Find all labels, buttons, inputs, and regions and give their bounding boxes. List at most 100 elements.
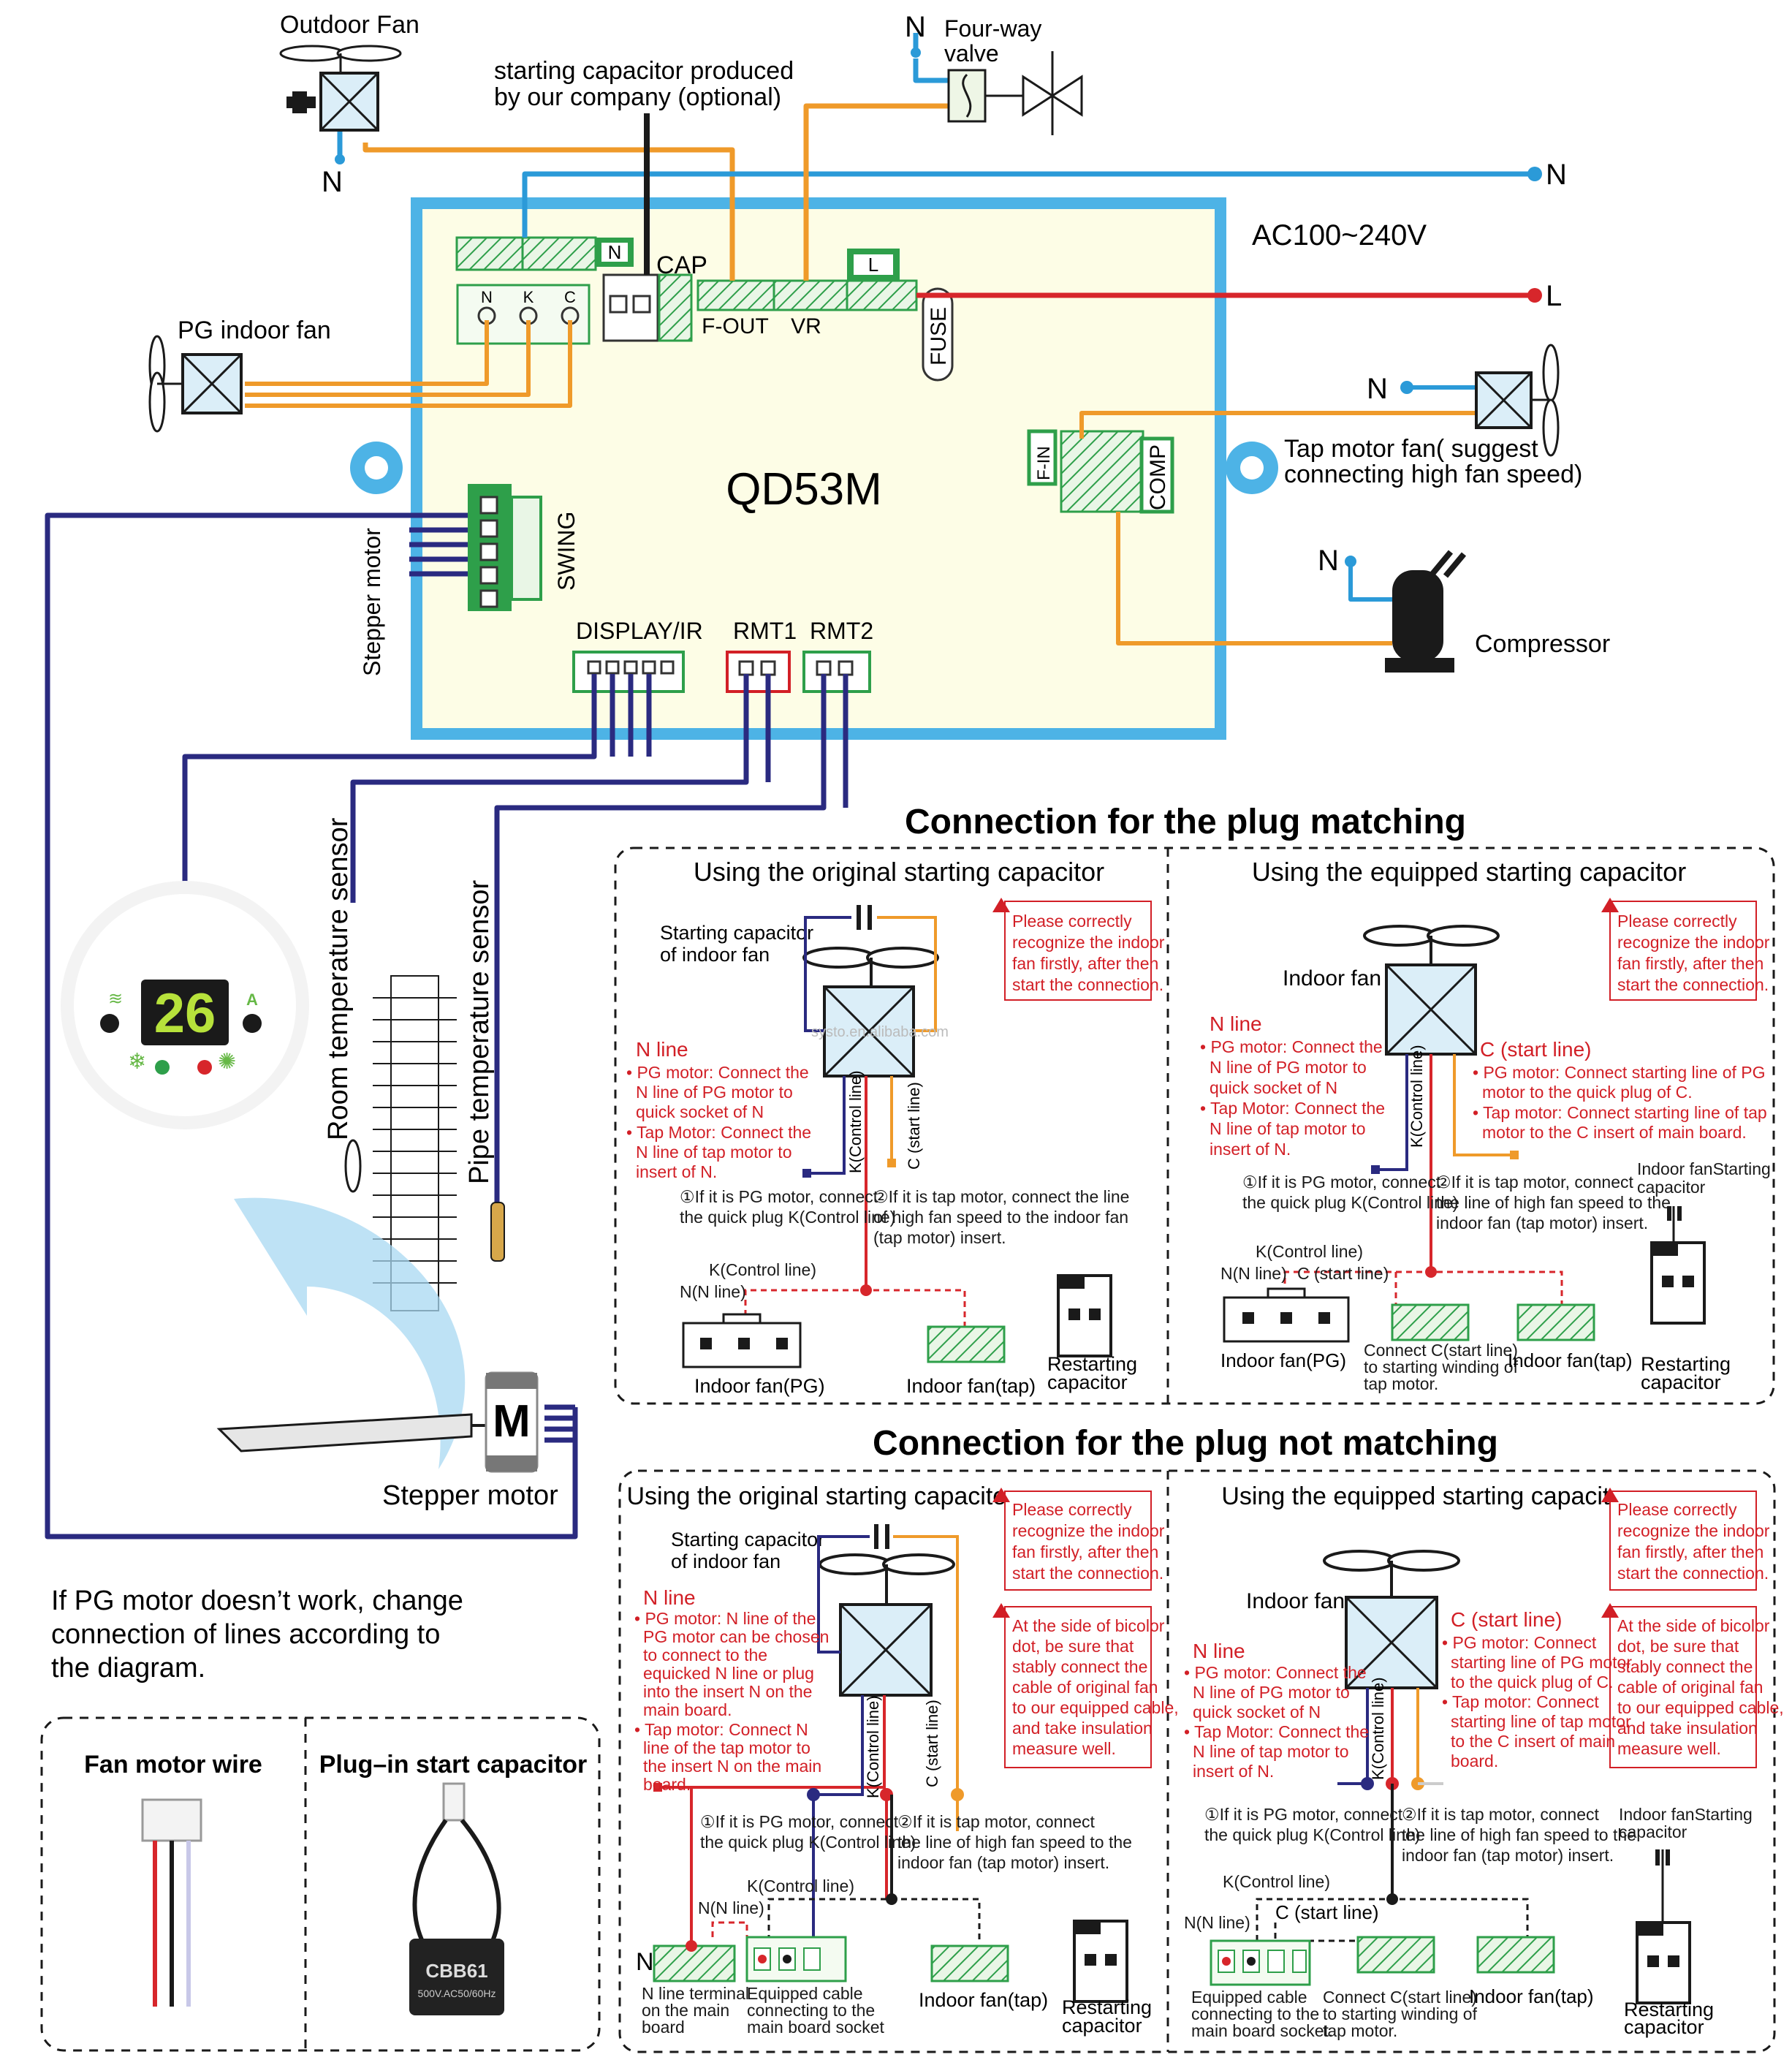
m-r-fanstart-1: Indoor fanStarting xyxy=(1637,1159,1771,1178)
m-r-pg-c-2: motor to the quick plug of C. xyxy=(1482,1083,1693,1102)
nm-r-eq-1: Equipped cable xyxy=(1191,1988,1307,2007)
nm-l-pg-n-2: PG motor can be chosen xyxy=(643,1627,829,1646)
nm-r-n-plug: N(N line) xyxy=(1184,1913,1250,1932)
nm-r-warn-4: start the connection. xyxy=(1617,1564,1769,1583)
nm-l-bic-2: dot, be sure that xyxy=(1012,1637,1134,1656)
warning-icon-4 xyxy=(992,1603,1010,1618)
valve-label-2: valve xyxy=(944,40,999,67)
m-r-restart-2: capacitor xyxy=(1641,1371,1721,1393)
nm-l-step1-2: the quick plug K(Control line) xyxy=(700,1833,916,1852)
l-mains-label: L xyxy=(1546,280,1562,312)
tap-fan-note-2: connecting high fan speed) xyxy=(1284,461,1582,488)
nm-r-tap-c-2: starting line of tap motor xyxy=(1451,1712,1631,1731)
pin-c-label: C xyxy=(564,288,576,306)
nm-r-tap-c-3: to the C insert of main xyxy=(1451,1732,1615,1751)
rmt1-label: RMT1 xyxy=(733,618,797,644)
nm-r-bic-1: At the side of bicolor xyxy=(1617,1616,1770,1635)
m-r-pg-n-2: N line of PG motor to xyxy=(1210,1058,1367,1077)
m-left-panel: Starting capacitor of indoor fan Please … xyxy=(626,898,1165,1397)
navy-wiring xyxy=(45,512,848,1539)
m-r-tap-c-1: • Tap motor: Connect starting line of ta… xyxy=(1473,1103,1767,1122)
m-l-pg-n-1: • PG motor: Connect the xyxy=(626,1063,809,1082)
m-l-step2-2: of high fan speed to the indoor fan xyxy=(873,1208,1128,1227)
nm-l-step2-2: the line of high fan speed to the xyxy=(897,1833,1132,1852)
nm-l-tap-n-1: • Tap motor: Connect N xyxy=(634,1720,808,1739)
m-l-nline-head: N line xyxy=(636,1038,688,1061)
pin-n-label: N xyxy=(481,288,493,306)
nm-l-bic-7: measure well. xyxy=(1012,1739,1116,1758)
nm-r-step2-1: ②If it is tap motor, connect xyxy=(1402,1805,1600,1824)
pg-indoor-fan-label: PG indoor fan xyxy=(178,317,331,344)
parts-box: Fan motor wire Plug–in start capacitor C… xyxy=(40,1716,601,2052)
nm-l-bic-5: to our equipped cable, xyxy=(1012,1698,1179,1717)
board-l-tag: L xyxy=(868,254,878,276)
m-r-k-vertical: K(Control line) xyxy=(1408,1045,1426,1148)
nm-r-connect-c-1: Connect C(start line) xyxy=(1323,1988,1477,2007)
m-r-connect-c-3: tap motor. xyxy=(1364,1374,1438,1393)
nm-l-restart-2: capacitor xyxy=(1062,2015,1142,2037)
comp-label: COMP xyxy=(1146,444,1170,510)
nm-r-c-plug: C (start line) xyxy=(1275,1901,1379,1923)
m-r-indoor-pg: Indoor fan(PG) xyxy=(1220,1349,1346,1371)
m-r-tap-n-2: N line of tap motor to xyxy=(1210,1119,1366,1138)
note-line2: connection of lines according to xyxy=(51,1619,440,1650)
plug-in-cap-title: Plug–in start capacitor xyxy=(319,1751,588,1779)
m-l-warn-1: Please correctly xyxy=(1012,912,1132,931)
fan-wire-connector xyxy=(141,1798,202,1842)
nm-r-k-plug: K(Control line) xyxy=(1223,1872,1330,1891)
stepper-vertical-label: Stepper motor xyxy=(359,528,385,676)
nm-l-pg-n-5: into the insert N on the xyxy=(643,1682,812,1701)
nm-l-eq-3: main board socket xyxy=(747,2018,885,2037)
nm-r-warn-1: Please correctly xyxy=(1617,1500,1737,1519)
m-r-n-plug: N(N line) xyxy=(1220,1264,1287,1283)
pipe-sensor-label: Pipe temperature sensor xyxy=(464,880,495,1184)
wifi-icon: ≋ xyxy=(108,989,123,1009)
vr-label: VR xyxy=(791,314,821,338)
nm-l-eq-1: Equipped cable xyxy=(747,1984,863,2003)
m-r-step1-2: the quick plug K(Control line) xyxy=(1242,1193,1458,1212)
m-r-step2-2: the line of high fan speed to the xyxy=(1436,1193,1671,1212)
nm-l-startcap-1: Starting capacitor xyxy=(671,1529,824,1550)
four-way-valve: N Four-way valve xyxy=(905,11,1083,135)
nm-l-tap-n-2: line of the tap motor to xyxy=(643,1738,810,1757)
nm-l-bic-6: and take insulation xyxy=(1012,1719,1153,1738)
nm-r-tap-c-1: • Tap motor: Connect xyxy=(1442,1692,1599,1711)
nm-l-nterm-2: on the main xyxy=(642,2001,729,2020)
nm-r-eq-2: connecting to the xyxy=(1191,2004,1319,2023)
nm-l-step1-1: ①If it is PG motor, connect xyxy=(700,1812,899,1831)
m-r-pg-c-1: • PG motor: Connect starting line of PG xyxy=(1473,1063,1766,1082)
m-l-restart-2: capacitor xyxy=(1047,1371,1128,1393)
nm-r-fanstart-1: Indoor fanStarting xyxy=(1619,1805,1753,1824)
nm-r-bic-5: to our equipped cable, xyxy=(1617,1698,1784,1717)
swing-label: SWING xyxy=(553,512,580,591)
m-l-c-vertical: C (start line) xyxy=(905,1082,923,1170)
m-left-subtitle: Using the original starting capacitor xyxy=(694,857,1104,887)
m-r-c-plug: C (start line) xyxy=(1297,1264,1389,1283)
pg-indoor-fan: PG indoor fan xyxy=(148,317,331,433)
nm-r-tap-n-1: • Tap Motor: Connect the xyxy=(1184,1722,1369,1741)
room-sensor-probe xyxy=(344,1139,362,1193)
warning-icon-2 xyxy=(1601,898,1619,912)
nm-r-pg-c-1: • PG motor: Connect xyxy=(1442,1633,1597,1652)
nm-r-restart-1: Restarting xyxy=(1624,1999,1714,2020)
compressor: N Compressor xyxy=(1318,545,1610,673)
stepper-motor-label: Stepper motor xyxy=(382,1480,558,1511)
m-l-warn-2: recognize the indoor xyxy=(1012,933,1165,952)
m-r-tap-n-3: insert of N. xyxy=(1210,1140,1291,1159)
ac-voltage-label: AC100~240V xyxy=(1252,219,1427,251)
nm-r-pg-n-2: N line of PG motor to xyxy=(1193,1683,1350,1702)
nm-r-c-head: C (start line) xyxy=(1451,1608,1562,1631)
m-r-warn-4: start the connection. xyxy=(1617,975,1769,994)
nm-l-bic-4: cable of original fan xyxy=(1012,1678,1158,1697)
nm-l-tap-n-3: the insert N on the main xyxy=(643,1757,821,1776)
n-tap: N xyxy=(1367,373,1388,405)
nm-r-tap-n-2: N line of tap motor to xyxy=(1193,1742,1349,1761)
m-right-subtitle: Using the equipped starting capacitor xyxy=(1252,857,1686,887)
warning-icon xyxy=(992,898,1010,912)
m-l-step2-3: (tap motor) insert. xyxy=(873,1228,1006,1247)
m-r-step2-3: indoor fan (tap motor) insert. xyxy=(1436,1213,1648,1232)
m-r-nline-head: N line xyxy=(1210,1012,1262,1035)
m-r-pg-n-1: • PG motor: Connect the xyxy=(1200,1037,1383,1056)
nm-left-subtitle: Using the original starting capacitor xyxy=(626,1482,1014,1510)
